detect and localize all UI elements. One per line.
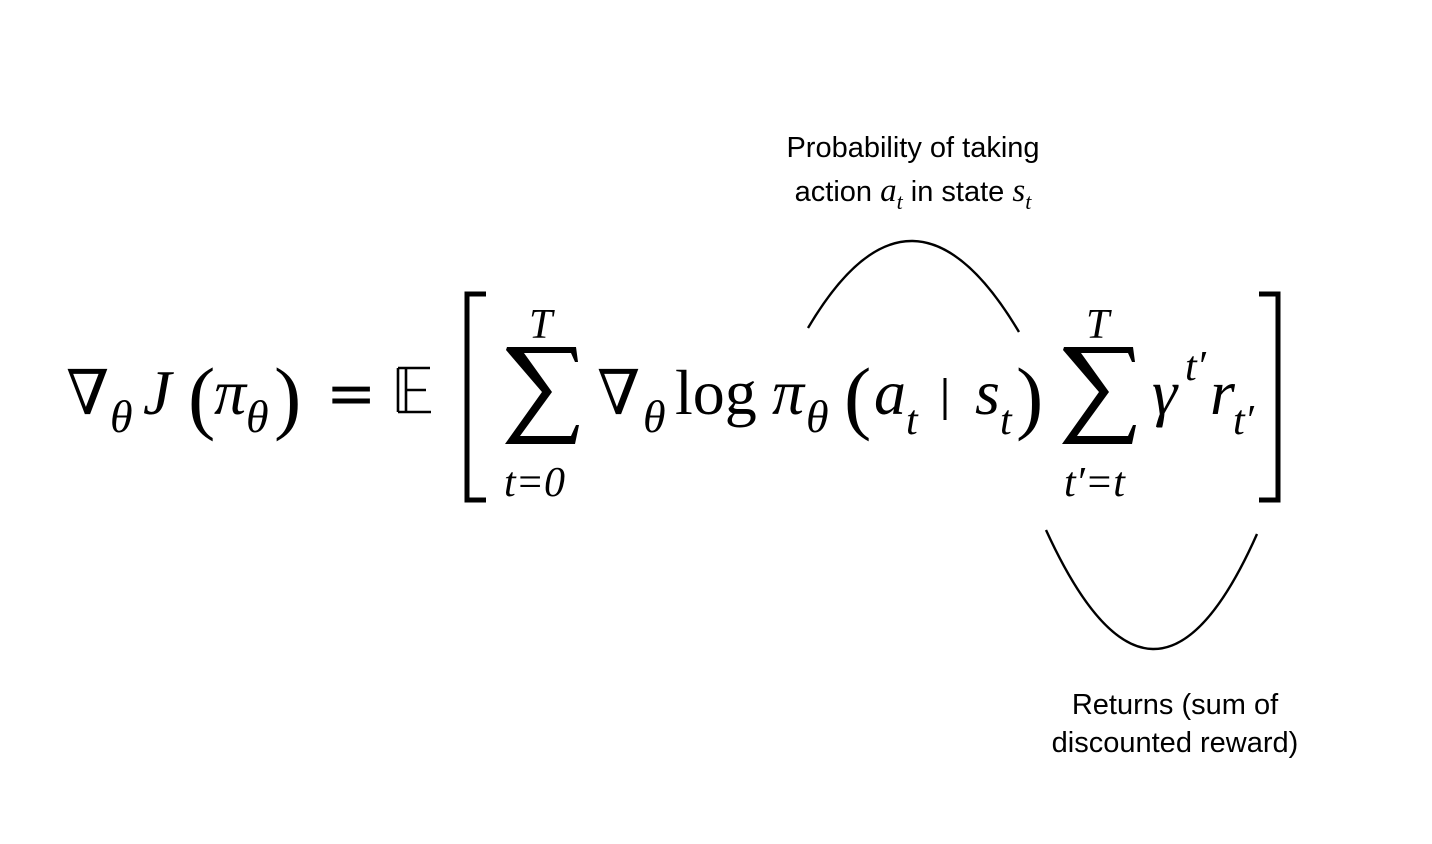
equals-sign: = [326,359,376,429]
sum-upper-limit-1: T [529,302,555,348]
annotation-a-subscript: t [897,189,904,214]
J-symbol: J [143,357,174,428]
s-symbol: s [975,357,1000,428]
r-symbol: r [1210,357,1236,428]
left-paren-1: ( [188,351,215,442]
theta-subscript-4: θ [806,391,829,442]
sum-symbol-2 [1062,347,1136,444]
a-symbol: a [874,357,906,428]
returns-brace-arc [1044,529,1259,651]
pi-symbol-1: π [214,357,248,428]
theta-subscript-2: θ [246,391,269,442]
annotation-in-state: in state [903,176,1013,208]
t-subscript-a: t [906,398,919,444]
left-paren-2: ( [844,351,871,442]
annotation-a-symbol: a [880,173,897,209]
nabla-symbol-2: ∇ [597,356,640,429]
returns-annotation-line-2: discounted reward) [1052,727,1299,759]
sum-lower-limit-1: t=0 [504,460,565,506]
expectation-symbol [396,366,431,414]
gamma-symbol: γ [1152,357,1179,428]
sum-upper-limit-2: T [1086,302,1112,348]
r-subscript: t′ [1233,398,1255,444]
nabla-symbol: ∇ [66,356,109,429]
returns-annotation-line-1: Returns (sum of [1072,689,1279,721]
annotation-action-prefix: action [795,176,880,208]
policy-annotation-line-1: Probability of taking [786,132,1039,164]
right-bracket [1259,291,1281,503]
annotation-s-subscript: t [1025,189,1032,214]
log-operator: log [675,357,757,428]
annotation-s-symbol: s [1012,173,1025,209]
policy-brace-arc [806,239,1021,333]
policy-annotation-line-2: action at in state st [795,173,1033,214]
t-subscript-s: t [1000,398,1013,444]
left-bracket [464,291,486,503]
theta-subscript-3: θ [643,391,666,442]
right-paren-2: ) [1016,351,1043,442]
right-paren-1: ) [274,351,301,442]
sum-symbol-1 [505,347,579,444]
gamma-superscript: t′ [1185,344,1207,390]
pi-symbol-2: π [772,357,806,428]
sum-lower-limit-2: t′=t [1064,460,1126,506]
theta-subscript: θ [110,391,133,442]
